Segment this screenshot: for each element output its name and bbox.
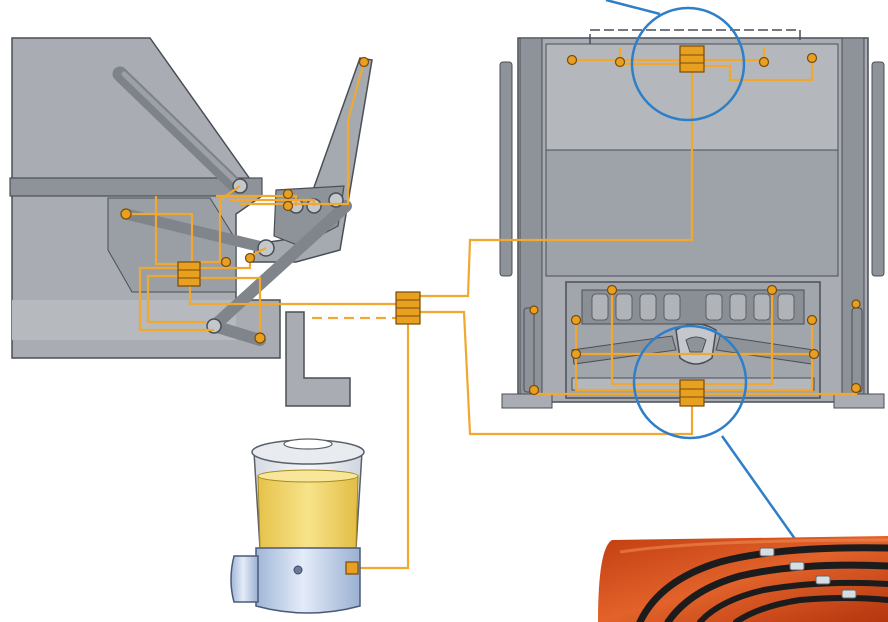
side-foot xyxy=(285,311,351,407)
front-grid-slots xyxy=(591,293,795,321)
link-2 xyxy=(208,200,352,332)
distributor-left xyxy=(177,261,201,287)
lube-point-icon xyxy=(528,384,540,396)
front-grid xyxy=(581,289,805,325)
reservoir-grease-top xyxy=(257,469,359,483)
pump-reservoir xyxy=(230,438,365,614)
lube-point-icon xyxy=(282,188,294,200)
photo-highlight xyxy=(619,538,888,554)
distributor-main xyxy=(395,291,421,325)
lube-point-icon xyxy=(282,200,294,212)
pump-body xyxy=(255,547,361,614)
lube-point-icon xyxy=(806,52,818,64)
side-body-lower xyxy=(12,300,236,340)
lube-point-icon xyxy=(806,314,818,326)
lube-point-icon xyxy=(766,284,778,296)
lube-point-icon xyxy=(244,252,256,264)
lube-point-icon xyxy=(120,208,132,220)
reservoir-grease xyxy=(257,475,359,549)
front-foot-right xyxy=(833,393,885,409)
zoom-circles xyxy=(605,0,802,547)
side-cylinders xyxy=(499,61,885,393)
pump-screw xyxy=(293,565,303,575)
reservoir-lid-cap xyxy=(283,438,333,450)
lube-point-icon xyxy=(808,348,820,360)
hydraulic-cylinder xyxy=(112,66,244,194)
lube-point-icon xyxy=(850,382,862,394)
lube-point-icon xyxy=(254,332,266,344)
lube-point-icon xyxy=(758,56,770,68)
lube-points xyxy=(120,52,862,396)
link-1 xyxy=(120,208,272,254)
cylinder-highlight xyxy=(121,71,239,185)
zoom-circle-icon xyxy=(632,324,748,440)
lube-point-icon xyxy=(220,256,232,268)
zoom-circle-icon xyxy=(630,6,746,122)
photo-fittings xyxy=(759,547,857,599)
side-beam xyxy=(9,177,263,197)
lube-point-icon xyxy=(606,284,618,296)
lube-point-icon xyxy=(566,54,578,66)
distributor-block-icon xyxy=(679,379,705,407)
top-rail xyxy=(589,29,801,44)
lube-point-icon xyxy=(570,348,582,360)
lube-point-icon xyxy=(529,305,539,315)
lube-point-icon xyxy=(570,314,582,326)
distributor-block-icon xyxy=(177,261,201,287)
pump-outlet-fitting xyxy=(345,561,359,575)
lube-point-icon xyxy=(614,56,626,68)
distributor-top xyxy=(679,45,705,73)
center-hook-inner xyxy=(685,336,707,353)
link-3 xyxy=(208,320,266,346)
pump-motor xyxy=(230,555,259,603)
lube-point-icon xyxy=(851,299,861,309)
lube-point-icon xyxy=(358,56,370,68)
detail-photo xyxy=(598,536,888,622)
photo-hoses xyxy=(636,544,888,622)
distributor-bottom xyxy=(679,379,705,407)
front-foot-left xyxy=(501,393,553,409)
distributor-block-icon xyxy=(679,45,705,73)
